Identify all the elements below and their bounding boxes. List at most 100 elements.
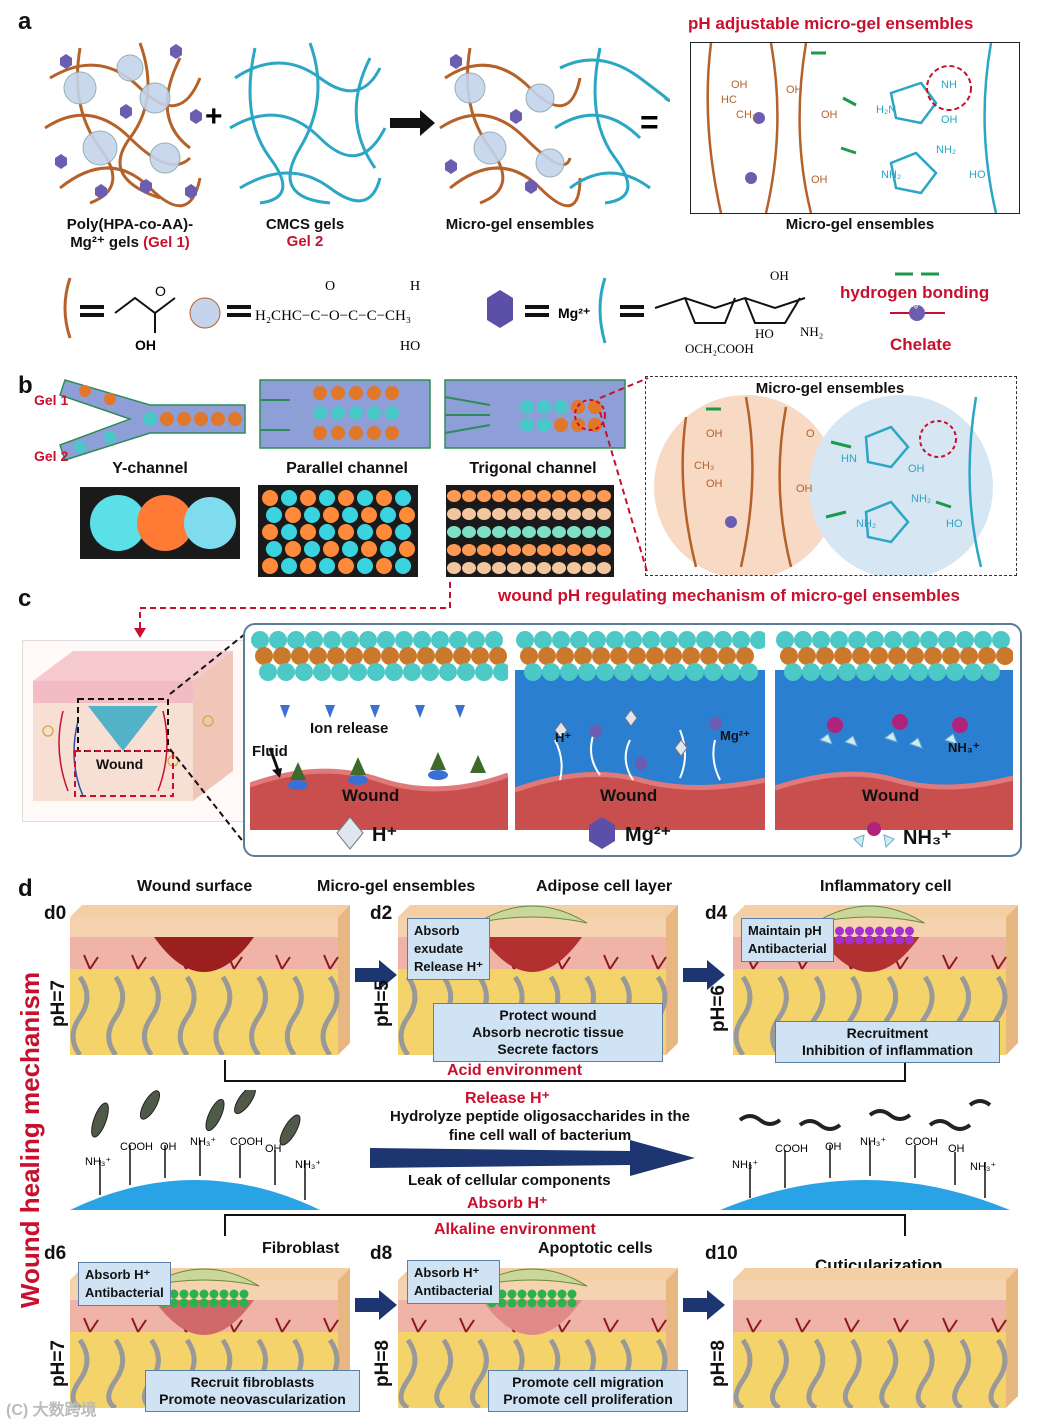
watermark: (C) 大数跨境 [6, 1402, 97, 1419]
photo-bead [281, 558, 297, 574]
gel-bead [524, 663, 542, 681]
svg-text:CH₃: CH₃ [694, 460, 714, 472]
side-callout-line: Absorb [414, 923, 460, 938]
gel-bead [704, 663, 722, 681]
photo-bead [552, 562, 566, 574]
photo-bead [597, 526, 611, 538]
gel-bead [435, 647, 453, 665]
microgel-cap [476, 905, 588, 924]
gel-bead [363, 647, 381, 665]
stage-day-d10: d10 [705, 1243, 738, 1264]
h-ion-icon [336, 816, 364, 850]
gel-bead [453, 647, 471, 665]
cell-marker [189, 1289, 199, 1299]
wound-area [154, 937, 254, 972]
gel-bead [938, 631, 956, 649]
ensemble-gel2 [554, 47, 670, 205]
svg-text:H: H [410, 279, 420, 294]
svg-text:HN: HN [841, 453, 857, 465]
photo-bead [522, 526, 536, 538]
gel-bead [323, 631, 341, 649]
mg-ions-gel1 [55, 44, 202, 199]
cell-marker [209, 1289, 219, 1299]
photo-bead [395, 524, 411, 540]
cell-marker [239, 1298, 249, 1308]
gel-bead [632, 663, 650, 681]
photo-bead [552, 544, 566, 556]
svg-text:NH₂: NH₂ [911, 493, 931, 505]
h-ion-label: H⁺ [555, 730, 572, 745]
photo-bead [338, 524, 354, 540]
photo-bead [477, 562, 491, 574]
gel-bead [928, 663, 946, 681]
photo-bead [399, 507, 415, 523]
label-adipose: Adipose cell layer [536, 878, 673, 895]
gel2-tag: Gel 2 [286, 233, 324, 250]
gel-bead [313, 663, 331, 681]
gel-bead [413, 631, 431, 649]
cell-marker [875, 935, 884, 945]
photo-bead [537, 562, 551, 574]
cell-marker [229, 1298, 239, 1308]
label-wound-surface: Wound surface [137, 878, 253, 895]
gel-bead [956, 631, 974, 649]
gel-bead [736, 647, 754, 665]
gel1-caption-line2: Mg²⁺ gels [70, 234, 139, 251]
skin-block-illustration [22, 640, 246, 822]
mg-ion-icon [753, 112, 765, 124]
gel-bead [714, 631, 732, 649]
gel-bead [560, 663, 578, 681]
gel-bead [874, 663, 892, 681]
gel-bead [367, 663, 385, 681]
gel-bead [996, 647, 1013, 665]
panel-label-b: b [18, 372, 33, 399]
gel-bead [888, 647, 906, 665]
photo-bead [462, 562, 476, 574]
cell-marker [169, 1289, 179, 1299]
cell-marker [517, 1298, 527, 1308]
cell-marker [885, 926, 894, 936]
photo-bead [477, 508, 491, 520]
photo-bead [552, 526, 566, 538]
microgel-cap [148, 1268, 260, 1287]
svg-text:NH₂: NH₂ [800, 324, 823, 339]
gel-bead [902, 631, 920, 649]
stage-ph-d10: pH=8 [708, 1340, 729, 1387]
wound-area [819, 937, 920, 972]
photo-bead [537, 544, 551, 556]
arrow-right-icon [683, 960, 725, 990]
gel-bead [592, 647, 610, 665]
gel-bead [291, 647, 309, 665]
cell-marker [507, 1298, 517, 1308]
photo-bead [395, 490, 411, 506]
mechanism-text: Hydrolyze peptide oligosaccharides in th… [355, 1107, 725, 1145]
mechanism-line2: fine cell wall of bacterium [448, 1127, 632, 1144]
skin-stage-tile [70, 895, 350, 1057]
bottom-callout-line: Inhibition of inflammation [801, 1042, 974, 1058]
mg-ion-icon [745, 172, 757, 184]
photo-bead [281, 490, 297, 506]
nh3-panel [775, 631, 1013, 830]
gel-bead [718, 647, 736, 665]
svg-text:OH: OH [811, 174, 828, 186]
gel-bead [403, 663, 421, 681]
gel-bead [277, 663, 295, 681]
svg-text:CH₃: CH₃ [736, 109, 756, 121]
photo-bead [462, 508, 476, 520]
microgel-cap [814, 905, 925, 924]
acid-bracket [224, 1060, 906, 1082]
cell-marker [845, 935, 854, 945]
functional-group-label: NH₃⁺ [190, 1136, 216, 1148]
cell-marker [865, 935, 874, 945]
svg-text:NH₂: NH₂ [881, 169, 901, 181]
photo-bead [395, 558, 411, 574]
gel1-inlet-label: Gel 1 [34, 392, 69, 408]
photo-bead [357, 524, 373, 540]
cell-marker [199, 1298, 209, 1308]
gel-bead [399, 647, 417, 665]
